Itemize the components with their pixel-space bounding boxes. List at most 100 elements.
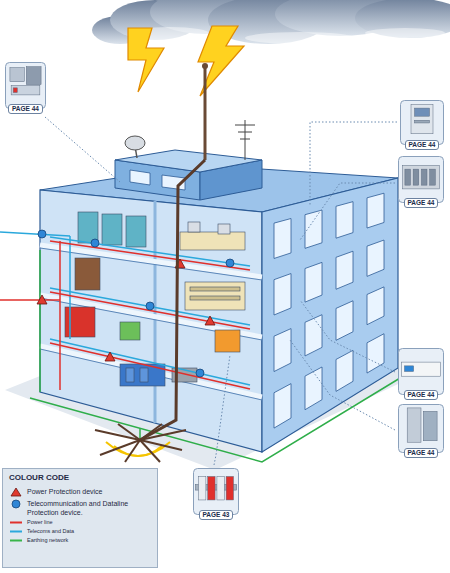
device-thumbnail [400, 100, 444, 145]
tv-antenna [240, 139, 250, 140]
power-protection-device [205, 316, 215, 325]
equipment [126, 216, 146, 247]
page-reference-thumbnail: PAGE 44 [398, 348, 444, 400]
power-lines [0, 241, 250, 390]
legend-label: Power line [27, 519, 53, 526]
legend-swatch [9, 519, 23, 526]
power-lines [50, 241, 250, 270]
window [336, 251, 353, 289]
legend-row: Earthing network [9, 537, 151, 544]
equipment [65, 212, 245, 386]
window [367, 334, 384, 373]
window [367, 193, 384, 228]
device-thumbnail [208, 476, 215, 500]
storm-clouds [355, 0, 450, 38]
device-thumbnail [11, 86, 40, 95]
window [367, 287, 384, 325]
page-reference: PAGE 44 [408, 199, 435, 206]
page-reference-tag: PAGE 44 [404, 390, 439, 400]
lightning-bolt [128, 26, 244, 96]
legend-row: Power Protection device [9, 487, 151, 497]
legend-label: Power Protection device [27, 487, 102, 496]
page-reference-thumbnail: PAGE 44 [398, 404, 444, 458]
page-reference: PAGE 44 [408, 391, 435, 398]
legend-row: Telecommunication and Dataline Protectio… [9, 499, 151, 517]
legend-swatch [10, 531, 22, 533]
equipment [102, 214, 122, 245]
page-reference-thumbnail: PAGE 43 [193, 468, 239, 520]
building [40, 190, 262, 452]
storm-clouds [365, 28, 445, 38]
window [274, 274, 291, 315]
telecom-protection-device [196, 369, 204, 377]
legend-label: Earthing network [27, 537, 68, 544]
device-thumbnail [217, 476, 224, 500]
legend-swatch [9, 537, 23, 544]
tv-antenna [235, 120, 255, 160]
page-reference-tag: PAGE 44 [405, 140, 440, 150]
telecom-lines [0, 232, 70, 236]
device-thumbnail [5, 62, 46, 109]
legend-swatch [9, 528, 23, 535]
equipment [140, 368, 148, 382]
page-reference: PAGE 44 [12, 105, 39, 112]
building [262, 178, 398, 452]
telecom-protection-device [146, 302, 154, 310]
earth-electrode [95, 424, 186, 462]
tv-antenna [245, 120, 246, 160]
legend-swatch [12, 500, 20, 508]
power-lines [50, 343, 250, 389]
legend-swatch [9, 487, 23, 497]
legend-label: Telecoms and Data [27, 528, 74, 535]
device-thumbnail [423, 411, 437, 440]
window [336, 202, 353, 239]
legend-swatch [10, 540, 22, 542]
device-thumbnail [403, 165, 440, 189]
device-thumbnail [10, 68, 24, 82]
device-thumbnail [413, 169, 419, 185]
device-thumbnail [199, 476, 206, 500]
leader-line [310, 122, 397, 205]
device-thumbnail [13, 88, 17, 93]
equipment [215, 330, 240, 352]
window [367, 240, 384, 276]
legend-row: Power line [9, 519, 151, 526]
page-reference: PAGE 44 [408, 449, 435, 456]
window [274, 329, 291, 372]
satellite-dish [125, 136, 145, 150]
lightning-conductor [204, 68, 207, 160]
building [40, 346, 262, 397]
tv-antenna [235, 125, 255, 126]
lightning-conductor [140, 63, 208, 440]
leader-line [45, 117, 120, 182]
page-reference-thumbnail: PAGE 44 [5, 62, 46, 114]
window [305, 210, 322, 248]
device-thumbnail [399, 349, 444, 395]
telecom-protection-device [38, 230, 234, 377]
equipment [75, 258, 100, 290]
roof-penthouse [115, 150, 262, 172]
tv-antenna [238, 132, 252, 133]
power-protection-device [105, 352, 115, 361]
telecom-lines [50, 288, 250, 325]
telecom-lines [50, 237, 250, 266]
legend-panel: COLOUR CODE Power Protection deviceTeleco… [2, 468, 158, 568]
device-thumbnail [398, 348, 444, 395]
equipment [190, 287, 240, 291]
satellite-dish [125, 136, 145, 158]
window [305, 367, 322, 410]
legend-heading: COLOUR CODE [9, 473, 151, 483]
device-thumbnail [26, 67, 41, 85]
device-thumbnail [421, 169, 427, 185]
equipment [188, 222, 200, 232]
device-thumbnail [402, 362, 441, 376]
power-lines [50, 292, 250, 329]
power-protection-device [37, 295, 47, 304]
equipment [126, 368, 134, 382]
window [274, 384, 291, 428]
earthing-network [30, 250, 410, 462]
window [305, 262, 322, 302]
earth-electrode [140, 424, 162, 440]
power-lines [0, 299, 60, 301]
